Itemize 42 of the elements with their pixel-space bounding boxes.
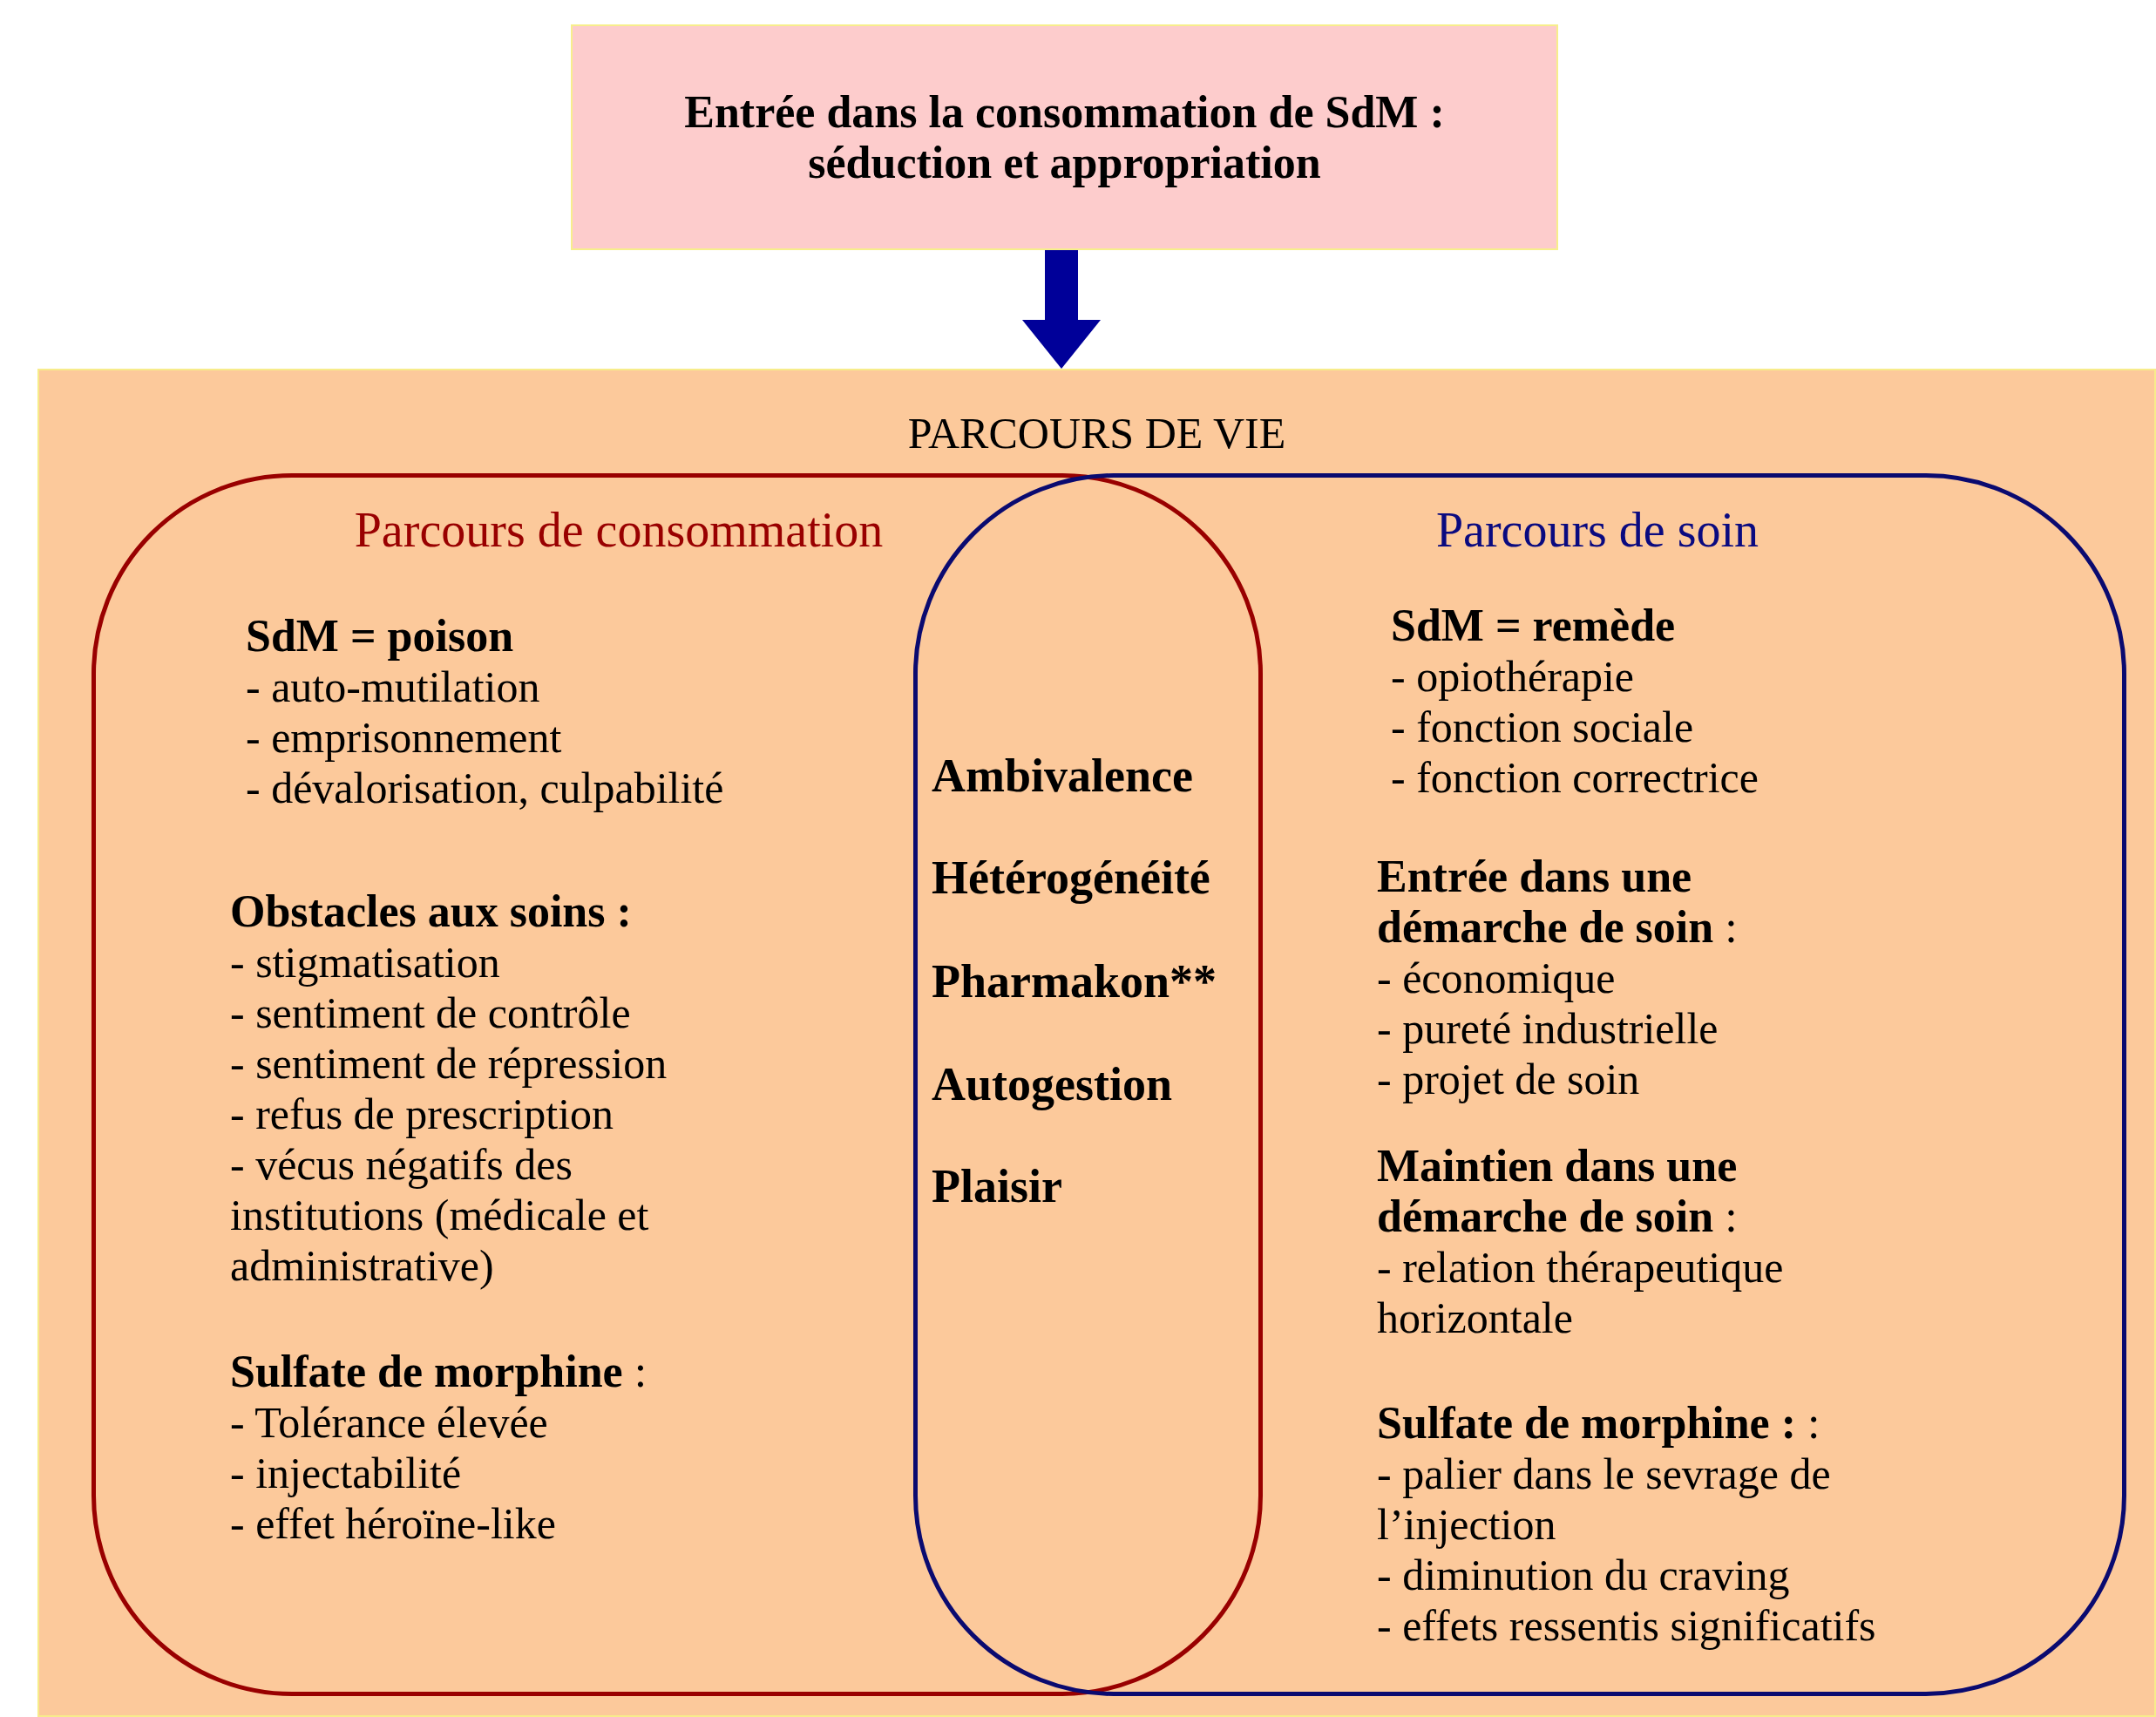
list-item: - pureté industrielle: [1377, 1003, 1719, 1054]
list-item: - fonction correctrice: [1391, 752, 1759, 803]
list-item: - injectabilité: [230, 1448, 463, 1498]
panel: [37, 369, 2156, 1717]
list-item: - sentiment de répression: [230, 1038, 668, 1089]
list-item: - relation thérapeutique horizontale: [1377, 1242, 1785, 1343]
list-item: - Tolérance élevée: [230, 1397, 549, 1448]
box-text: Entrée dans la consommation de SdM : séduction et appropriation: [683, 86, 1446, 188]
panel-title: PARCOURS DE VIE: [906, 409, 1287, 458]
keyword: Ambivalence: [932, 750, 1193, 802]
keyword: Autogestion: [932, 1058, 1172, 1110]
section-heading: SdM = remède: [1391, 601, 1677, 651]
section-heading: Sulfate de morphine : :: [1377, 1398, 1821, 1449]
rounded-region: [913, 473, 2126, 1696]
list-item: - refus de prescription: [230, 1089, 615, 1139]
region-title: Parcours de consommation: [354, 504, 884, 556]
list-item: - sentiment de contrôle: [230, 987, 632, 1038]
list-item: - emprisonnement: [246, 712, 563, 763]
region-title: Parcours de soin: [1435, 504, 1759, 556]
list-item: - fonction sociale: [1391, 702, 1695, 752]
arrow: [1022, 250, 1101, 369]
list-item: - dévalorisation, culpabilité: [246, 763, 725, 813]
list-item: - effet héroïne-like: [230, 1498, 557, 1549]
keyword: Plaisir: [932, 1160, 1062, 1212]
section-heading: SdM = poison: [246, 611, 515, 662]
section-heading: Sulfate de morphine :: [230, 1347, 648, 1397]
section-heading: Entrée dans une démarche de soin :: [1377, 852, 1739, 953]
keyword: Hétérogénéité: [932, 852, 1210, 904]
list-item: - vécus négatifs des institutions (médicale et administrative): [230, 1139, 650, 1291]
list-item: - effets ressentis significatifs: [1377, 1600, 1877, 1651]
process-box: [571, 24, 1558, 250]
list-item: - stigmatisation: [230, 937, 501, 987]
list-item: - économique: [1377, 953, 1617, 1003]
list-item: - opiothérapie: [1391, 651, 1636, 702]
section-heading: Maintien dans une démarche de soin :: [1377, 1141, 1739, 1242]
list-item: - palier dans le sevrage de l’injection: [1377, 1449, 1832, 1550]
section-heading: Obstacles aux soins :: [230, 886, 633, 937]
list-item: - auto-mutilation: [246, 662, 541, 712]
list-item: - projet de soin: [1377, 1054, 1641, 1104]
rounded-region: [92, 473, 1263, 1696]
list-item: - diminution du craving: [1377, 1550, 1791, 1600]
keyword: Pharmakon**: [932, 955, 1217, 1008]
